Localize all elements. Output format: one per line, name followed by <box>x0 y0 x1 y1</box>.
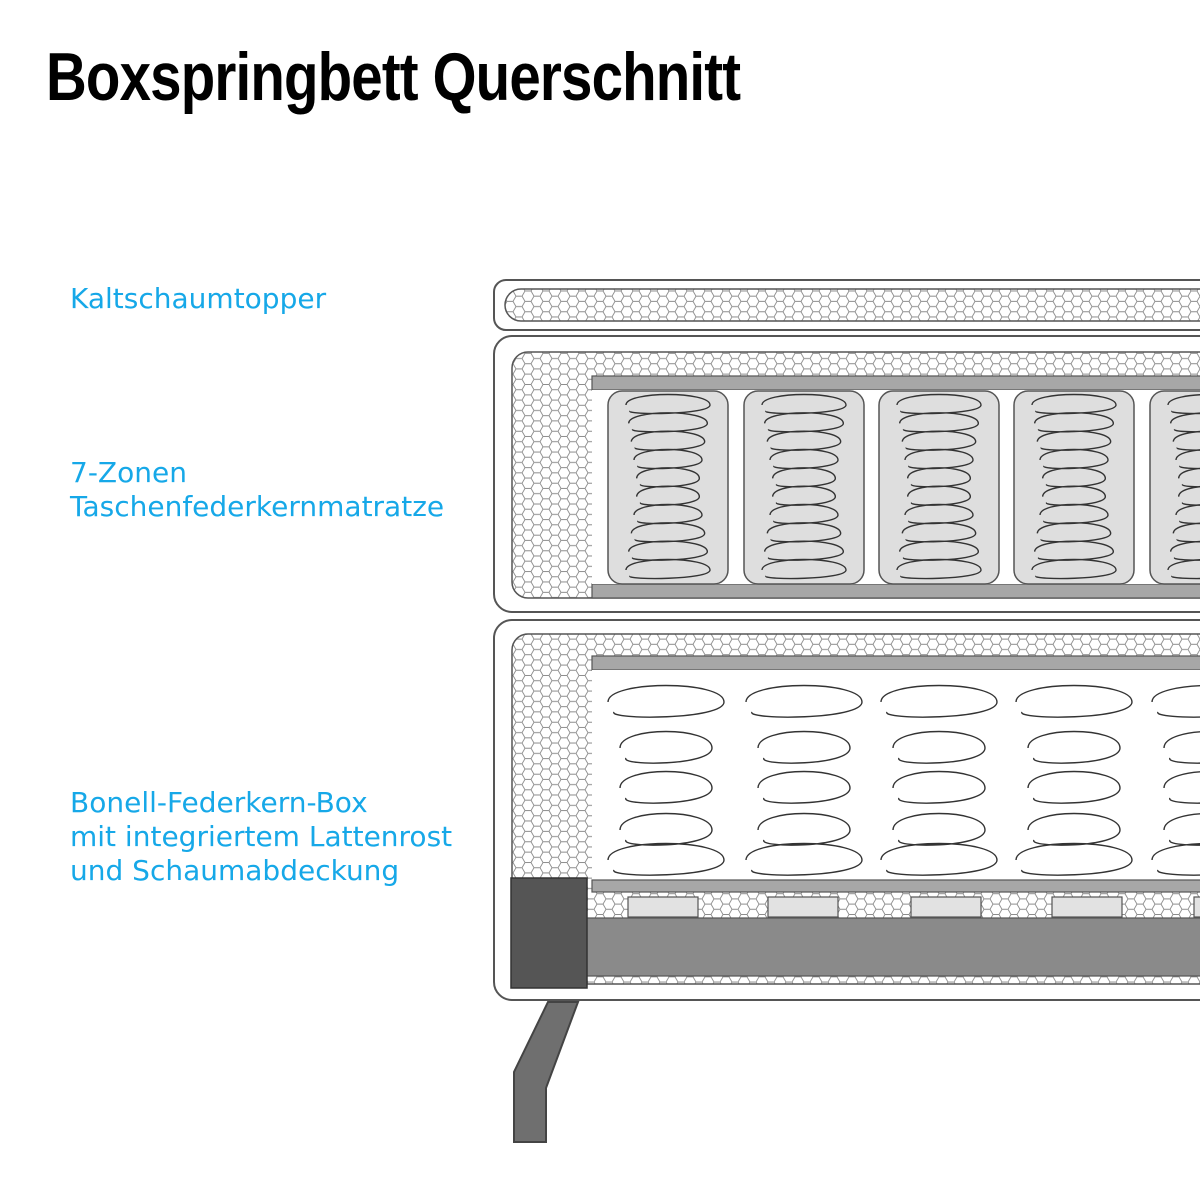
label-line: Taschenfederkernmatratze <box>70 490 445 523</box>
label-line: und Schaumabdeckung <box>70 854 400 887</box>
label-taschenfederkernmatratze: 7-Zonen Taschenfederkernmatratze <box>70 456 444 524</box>
frame-corner-post <box>510 877 588 989</box>
bonell-spring <box>1015 684 1133 876</box>
box-layer <box>493 619 1200 1001</box>
label-line: Kaltschaumtopper <box>70 282 327 315</box>
lattenrost-slat <box>910 896 982 918</box>
lattenrost-slat <box>1193 896 1200 918</box>
pocket-spring <box>607 390 729 585</box>
pocket-spring <box>1149 390 1200 585</box>
frame-rail <box>585 917 1200 977</box>
bed-leg <box>513 1001 580 1143</box>
page-title: Boxspringbett Querschnitt <box>46 39 741 115</box>
pocket-spring <box>878 390 1000 585</box>
mattress-layer <box>493 335 1200 613</box>
topper-layer <box>493 279 1200 331</box>
label-line: Bonell-Federkern-Box <box>70 786 368 819</box>
lattenrost-slat <box>767 896 839 918</box>
bonell-spring <box>607 684 725 876</box>
label-kaltschaumtopper: Kaltschaumtopper <box>70 282 326 316</box>
bonell-spring <box>880 684 998 876</box>
lattenrost-slat <box>627 896 699 918</box>
label-line: mit integriertem Lattenrost <box>70 820 453 853</box>
lattenrost-slat <box>1051 896 1123 918</box>
bonell-spring <box>745 684 863 876</box>
pocket-spring <box>743 390 865 585</box>
pocket-spring <box>1013 390 1135 585</box>
label-bonell-federkern-box: Bonell-Federkern-Box mit integriertem La… <box>70 786 452 888</box>
label-line: 7-Zonen <box>70 456 187 489</box>
